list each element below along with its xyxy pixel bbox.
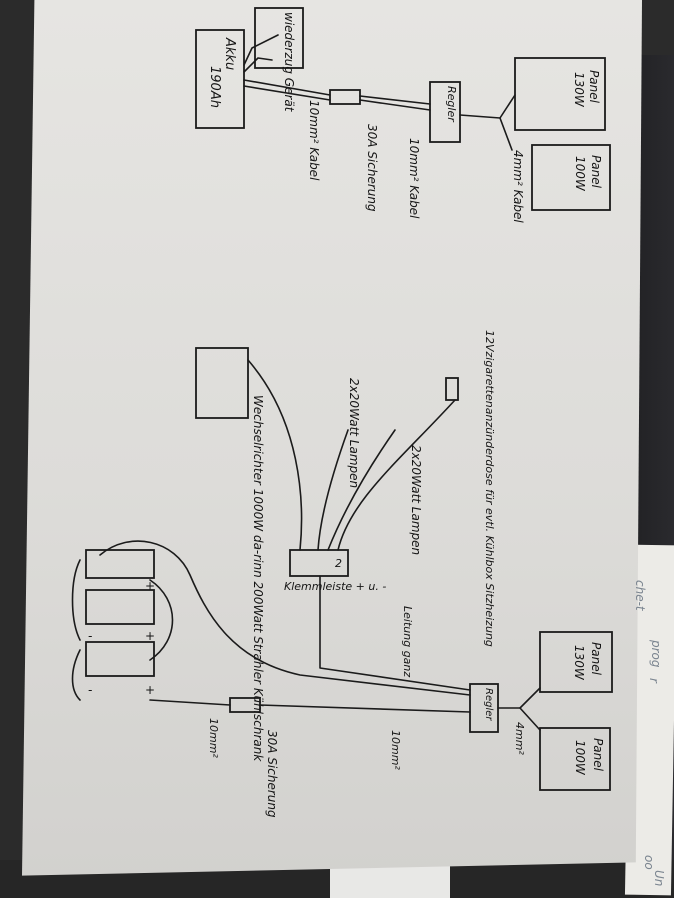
scrap-text-2: prog — [649, 639, 663, 668]
cable-4mm-top: 4mm² Kabel — [511, 150, 525, 223]
terminal-minus-1: - — [88, 629, 92, 643]
battery-2 — [85, 641, 155, 677]
panel-4-box — [539, 727, 611, 791]
panel-2-box — [531, 144, 611, 211]
scrap-text-1: che-t — [633, 580, 647, 612]
fuse-regulator-cable-2 — [359, 99, 431, 111]
panel-1-box — [514, 57, 606, 131]
scrap-text-5: Un — [652, 870, 666, 886]
fuse-regulator-cable-1 — [359, 95, 431, 105]
regulator-label-top: Regler — [445, 86, 458, 123]
battery-link-right — [149, 579, 174, 661]
socket-wire — [337, 399, 456, 551]
cable-10mm-d: 10mm² — [389, 730, 402, 770]
panel-4-watt: 100W — [573, 740, 587, 776]
battery-link-left — [71, 559, 81, 701]
regulator-box-top — [429, 81, 461, 143]
panel-3-box — [539, 631, 613, 693]
scrap-text-4: oo — [642, 855, 656, 870]
extra-label: Leitung ganz — [401, 606, 414, 677]
panel-3-title: Panel — [589, 642, 603, 676]
lamp-wire-a — [327, 429, 396, 551]
fuse-top — [329, 89, 361, 105]
terminal-strip — [289, 549, 349, 577]
socket-label: 12Vzigarettenanzünderdose für evtl. Kühl… — [483, 330, 496, 647]
battery-cable-1 — [243, 79, 331, 96]
battery-wire-return — [99, 540, 471, 696]
panel-wire-c — [497, 687, 541, 709]
terminal-label: Klemmleiste + u. - — [284, 580, 386, 593]
fuse-regulator-wire — [259, 704, 471, 713]
terminal-plus-1: + — [145, 579, 155, 593]
fuse-label-top: 30A Sicherung — [365, 124, 379, 212]
panel-wire-b — [499, 117, 513, 151]
battery-box — [195, 29, 245, 129]
socket-box — [445, 377, 459, 401]
battery-1 — [85, 589, 155, 625]
regulator-label-bottom: Regler — [483, 688, 494, 721]
terminal-regulator-wire — [319, 575, 471, 691]
device-box — [254, 7, 304, 69]
terminal-plus-3: + — [145, 683, 155, 697]
cable-4mm-bottom: 4mm² — [513, 722, 526, 755]
terminal-number: 2 — [335, 557, 342, 570]
cable-10mm-a: 10mm² Kabel — [407, 138, 421, 219]
panel-3-watt: 130W — [572, 645, 586, 681]
terminal-plus-2: + — [145, 629, 155, 643]
fuse-label-bottom: 30A Sicherung — [265, 730, 279, 818]
inverter-box — [195, 347, 249, 419]
battery-cable-2 — [243, 85, 331, 101]
panel-1-title: Panel — [587, 70, 601, 104]
device-wire — [243, 34, 279, 66]
terminal-minus-2: - — [88, 683, 92, 697]
inverter-wire — [247, 359, 303, 551]
panel-wire-a — [459, 94, 516, 119]
lamps-label-a: 2x20Watt Lampen — [409, 445, 423, 555]
battery-3 — [85, 549, 155, 579]
battery-fuse-wire — [149, 699, 231, 706]
inverter-label: Wechselrichter 1000W da-rinn 200Watt Str… — [251, 395, 265, 762]
battery-capacity: 190Ah — [207, 66, 222, 108]
battery-label: Akku — [222, 37, 237, 70]
panel-wire-d — [519, 707, 541, 731]
cable-10mm-c: 10mm² — [207, 718, 220, 758]
lamps-label-b: 2x20Watt Lampen — [347, 378, 361, 488]
cable-10mm-b: 10mm² Kabel — [307, 100, 321, 181]
panel-4-title: Panel — [591, 738, 605, 772]
device-wire-2 — [243, 57, 273, 73]
panel-1-watt: 130W — [572, 72, 586, 108]
device-label: wiederzug Gerät — [282, 12, 296, 113]
panel-2-title: Panel — [589, 155, 603, 189]
scrap-text-3: r — [647, 678, 661, 684]
panel-2-watt: 100W — [573, 156, 587, 192]
lamp-wire-b — [317, 429, 349, 551]
